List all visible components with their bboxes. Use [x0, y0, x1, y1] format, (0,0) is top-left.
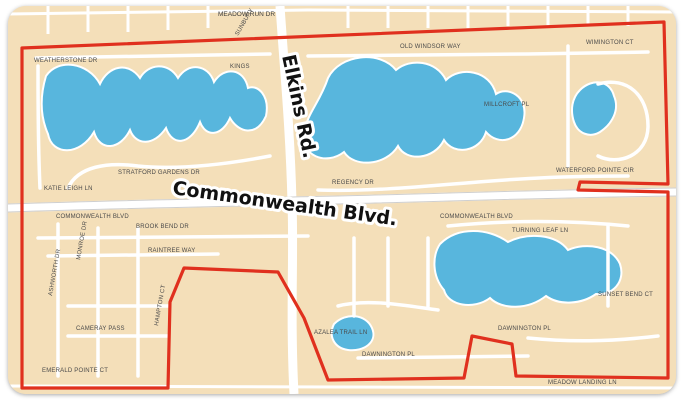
local-streets	[34, 44, 660, 378]
east-top-lake	[571, 81, 618, 136]
street-label: MEADOW RUN DR	[218, 11, 275, 18]
commonwealth-road	[8, 187, 676, 213]
street-label: TURNING LEAF LN	[512, 228, 568, 234]
major-roads	[8, 6, 676, 394]
street-label: DAWNINGTON PL	[498, 326, 551, 332]
map-canvas[interactable]: MEADOW RUN DR OLD WINDSOR WAY KINGS WEAT…	[8, 6, 676, 394]
street-label: MEADOW LANDING LN	[548, 380, 617, 386]
street-label: REGENCY DR	[332, 180, 374, 186]
outer-street-grid	[8, 6, 676, 390]
west-lake	[40, 63, 268, 152]
street-label: RAINTREE WAY	[148, 248, 195, 254]
district-boundary	[20, 20, 670, 390]
street-label: KINGS	[230, 64, 250, 70]
central-lake	[302, 56, 526, 164]
lakes	[40, 56, 623, 352]
street-label: CAMERAY PASS	[76, 326, 125, 332]
street-label: STRATFORD GARDENS DR	[118, 170, 200, 176]
map-frame: MEADOW RUN DR OLD WINDSOR WAY KINGS WEAT…	[8, 6, 676, 394]
street-label: AZALEA TRAIL LN	[314, 330, 367, 336]
street-label: MILLCROFT PL	[484, 102, 530, 108]
street-label: EMERALD POINTE CT	[42, 368, 108, 374]
street-label: SUNSET BEND CT	[598, 292, 653, 298]
street-label: WIMINGTON CT	[586, 40, 634, 46]
street-label: BROOK BEND DR	[136, 224, 189, 230]
elkins-road	[275, 6, 299, 394]
street-label: DAWNINGTON PL	[362, 352, 415, 358]
street-label: KATIE LEIGH LN	[44, 186, 93, 192]
southeast-lake	[433, 230, 623, 308]
street-label: OLD WINDSOR WAY	[400, 44, 461, 50]
street-label: COMMONWEALTH BLVD	[56, 214, 129, 220]
street-label: WEATHERSTONE DR	[34, 58, 98, 64]
street-label: WATERFORD POINTE CIR	[556, 168, 634, 174]
street-label: COMMONWEALTH BLVD	[440, 214, 513, 220]
